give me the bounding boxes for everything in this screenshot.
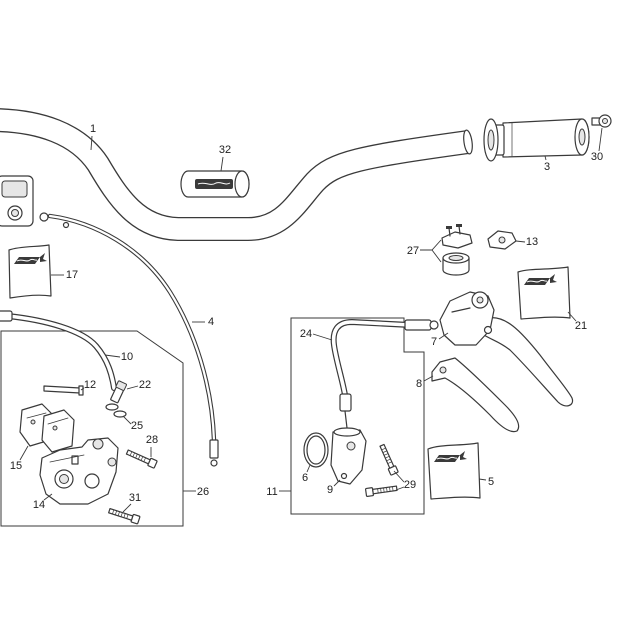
reservoir-cover-kit	[441, 224, 473, 276]
protective-pad-21	[517, 266, 571, 320]
callout-handlebar: 1	[90, 123, 96, 135]
callout-handlebar-pad: 32	[219, 144, 231, 156]
brake-master-cylinder	[439, 291, 574, 407]
callout-banjo-bolt: 22	[139, 379, 151, 391]
banjo-bolt	[110, 380, 127, 404]
protective-pad-5	[427, 442, 481, 500]
callout-bolt-31: 31	[129, 492, 141, 504]
callout-pad-5: 5	[488, 476, 494, 488]
reservoir-cap-13	[487, 230, 517, 250]
caliper-bolt-31	[107, 506, 141, 525]
handlebar-pad	[180, 170, 250, 198]
callout-brake-pads: 15	[10, 460, 22, 472]
callout-pad-pin: 12	[84, 379, 96, 391]
brake-hose-24	[330, 318, 439, 429]
o-ring	[303, 432, 329, 468]
brake-hose-10	[0, 310, 117, 391]
master-cylinder-group-box	[290, 317, 425, 515]
callout-reservoir-cap: 13	[526, 236, 538, 248]
callout-reservoir-body: 9	[327, 484, 333, 496]
callout-screws-29: 29	[404, 479, 416, 491]
protective-pad-17	[8, 244, 52, 299]
callouts: 1 32 3 30 27 13 17 4 21 24 7 10 12 22 8 …	[10, 123, 603, 511]
bar-end-bolt	[591, 114, 612, 128]
screw-29-lower	[364, 483, 398, 498]
callout-pad-17: 17	[66, 269, 78, 281]
callout-caliper: 14	[33, 499, 45, 511]
callout-reservoir-cover-kit: 27	[407, 245, 419, 257]
brake-caliper	[39, 437, 119, 505]
callout-bolt-28: 28	[146, 434, 158, 446]
caliper-group-box	[0, 330, 184, 527]
callout-caliper-group: 26	[197, 486, 209, 498]
callout-master-group: 11	[266, 486, 277, 498]
callout-pad-21: 21	[575, 320, 587, 332]
callout-hose-24: 24	[300, 328, 312, 340]
pad-pin	[43, 385, 84, 396]
reservoir-body	[330, 427, 367, 485]
clutch-cable	[47, 213, 219, 467]
callout-lever: 8	[416, 378, 422, 390]
callout-hose-10: 10	[121, 351, 133, 363]
throttle-grip	[483, 118, 590, 162]
callout-cable: 4	[208, 316, 214, 328]
callout-o-ring: 6	[302, 472, 308, 484]
callout-washers: 25	[131, 420, 143, 432]
copper-washers	[105, 403, 127, 418]
callout-bar-end-bolt: 30	[591, 151, 603, 163]
callout-throttle-grip: 3	[544, 161, 550, 173]
caliper-bolt-28	[125, 447, 158, 469]
brake-pads	[19, 403, 75, 453]
handlebar	[0, 108, 473, 241]
callout-master-cylinder: 7	[431, 336, 437, 348]
switch-housing	[0, 175, 70, 229]
clutch-lever	[431, 357, 520, 433]
leader-lines	[19, 127, 603, 513]
screw-29-upper	[377, 443, 399, 476]
